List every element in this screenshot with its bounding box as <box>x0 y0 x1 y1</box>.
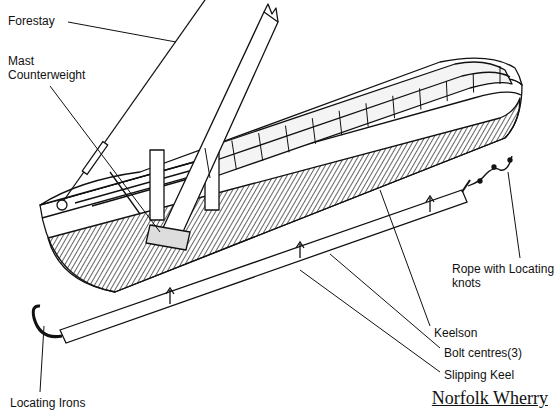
hatch-seam <box>420 88 421 109</box>
hatch-seam <box>259 133 263 161</box>
mast-counterweight <box>146 225 190 250</box>
part-label: Bolt centres(3) <box>444 346 554 360</box>
hatch-seam <box>393 96 395 118</box>
part-label: Slipping Keel <box>444 368 554 382</box>
part-label: Mast Counterweight <box>8 54 88 82</box>
hatch-seam <box>232 141 237 170</box>
leader-line <box>50 86 160 232</box>
bolt-arrow <box>166 288 174 304</box>
leader-line <box>68 22 176 42</box>
part-label: Locating Irons <box>10 396 120 410</box>
knot <box>492 165 496 169</box>
hatch-seam <box>366 103 368 126</box>
bolt-arrow <box>426 196 434 212</box>
hatch-seam <box>285 126 289 153</box>
part-label: Keelson <box>434 326 514 340</box>
tabernacle <box>150 150 164 220</box>
caption: Norfolk Wherry <box>432 388 548 409</box>
leader-line <box>300 270 440 372</box>
knot <box>508 158 512 162</box>
hatch-seam <box>473 73 474 92</box>
hatch-seam <box>446 81 448 101</box>
locating-iron <box>33 306 62 337</box>
leader-line <box>330 254 440 348</box>
bolt-arrow <box>296 242 304 258</box>
knot <box>478 179 482 183</box>
leader-line <box>508 172 520 258</box>
hatch-seam <box>205 148 210 178</box>
mast-top <box>264 4 278 22</box>
hatch-seam <box>312 118 315 144</box>
forestay <box>62 0 205 203</box>
slipping-keel <box>60 190 467 343</box>
stem-head <box>57 200 67 210</box>
hatch-seam <box>500 66 501 84</box>
leader-line <box>380 190 430 326</box>
rope <box>468 156 512 186</box>
leader-line <box>40 326 44 392</box>
part-label: Forestay <box>8 14 88 28</box>
hatch-seam <box>339 111 342 136</box>
mast <box>162 12 278 234</box>
part-label: Rope with Locating knots <box>452 262 556 290</box>
